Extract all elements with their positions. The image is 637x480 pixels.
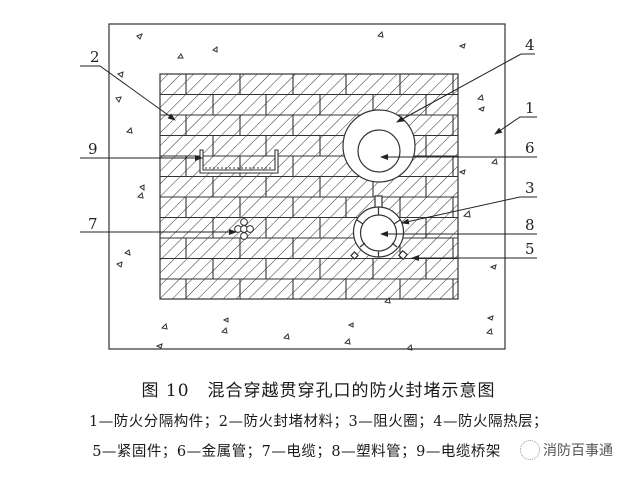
label-1: 1 [525, 99, 535, 117]
legend-line-1: 1—防火分隔构件；2—防火封堵材料；3—阻火圈；4—防火隔热层； [89, 414, 548, 430]
watermark-text: 消防百事通 [543, 443, 613, 459]
label-7: 7 [88, 215, 98, 233]
leader-lines [80, 53, 537, 261]
label-9: 9 [88, 140, 98, 158]
firestop-material-bricks [159, 73, 459, 300]
figure-title: 图 10 混合穿越贯穿孔口的防火封堵示意图 [141, 381, 496, 401]
label-2: 2 [90, 48, 100, 66]
metal-pipe-with-insulation [342, 109, 416, 183]
plastic-pipe-with-fire-collar [350, 195, 409, 261]
label-3: 3 [525, 179, 535, 197]
label-6: 6 [525, 139, 535, 157]
concrete-aggregate-marks [115, 30, 498, 351]
legend-line-2: 5—紧固件；6—金属管；7—电缆；8—塑料管；9—电缆桥架 [92, 444, 501, 460]
wechat-watermark-icon [520, 440, 540, 460]
firestop-diagram: 2 9 7 4 1 6 3 8 5 [80, 23, 537, 351]
label-4: 4 [525, 36, 535, 54]
label-8: 8 [525, 216, 535, 234]
label-5: 5 [525, 240, 535, 258]
